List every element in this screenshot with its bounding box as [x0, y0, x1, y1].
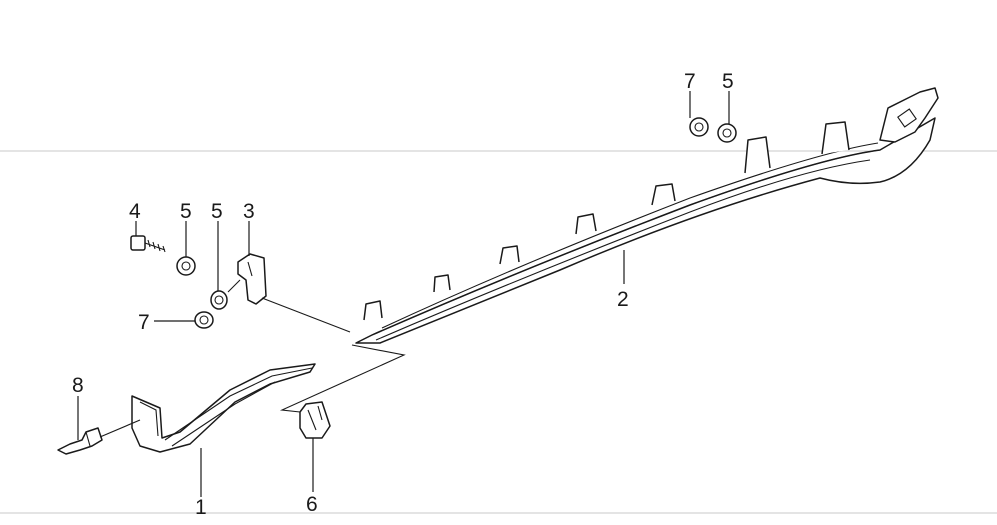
retaining-clip-part[interactable] — [299, 401, 331, 439]
callout-7b: 7 — [684, 70, 696, 93]
callout-5a: 5 — [180, 200, 192, 223]
screw-part[interactable] — [130, 235, 166, 253]
skirt-tab — [433, 274, 451, 293]
front-bracket-part[interactable] — [131, 363, 316, 453]
callout-5c: 5 — [722, 70, 734, 93]
clip-nut-part[interactable] — [689, 117, 709, 137]
callout-4: 4 — [129, 200, 141, 223]
skirt-tab — [363, 300, 383, 321]
assembly-guide-line — [279, 344, 406, 413]
skirt-tab — [651, 183, 676, 206]
assembly-guide-line — [261, 297, 351, 333]
assembly-guide-line — [99, 419, 141, 438]
clip-nut-part[interactable] — [176, 256, 196, 276]
clip-nut-part[interactable] — [210, 290, 228, 310]
skirt-end-cap — [879, 87, 939, 143]
clip-nut-part[interactable] — [717, 123, 737, 143]
clip-nut-part[interactable] — [194, 311, 214, 329]
side-skirt-part[interactable] — [355, 87, 939, 344]
skirt-tab — [744, 136, 771, 174]
callout-5b: 5 — [211, 200, 223, 223]
skirt-tab — [575, 213, 597, 235]
callout-8: 8 — [72, 374, 84, 397]
mounting-bracket-part[interactable] — [237, 253, 267, 305]
skirt-tab — [499, 245, 520, 265]
assembly-guide-line — [227, 279, 241, 293]
callout-6: 6 — [306, 493, 318, 516]
skirt-tab — [821, 121, 850, 155]
push-pin-part[interactable] — [57, 427, 103, 455]
callout-2: 2 — [617, 288, 629, 311]
callout-7a: 7 — [138, 311, 150, 334]
callout-1: 1 — [195, 496, 207, 519]
callout-3: 3 — [243, 200, 255, 223]
